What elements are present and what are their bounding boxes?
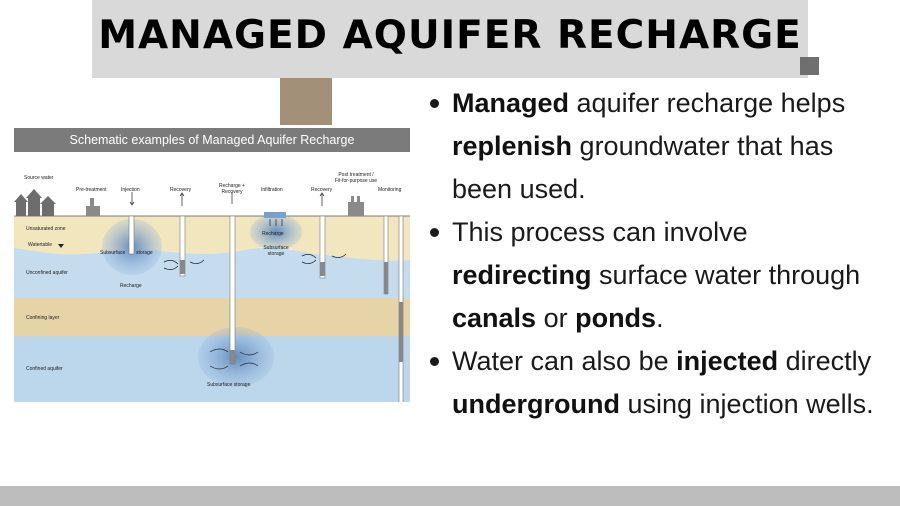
- label-post-treatment: Post treatment /Fit-for-purpose use: [334, 172, 378, 184]
- diagram-illustration: [14, 152, 410, 402]
- bullet-text-bold: replenish: [452, 131, 573, 161]
- bullet-text: or: [536, 303, 576, 333]
- well-screens: [180, 260, 403, 364]
- bullet-text: .: [656, 303, 664, 333]
- bullet-text-bold: underground: [452, 389, 620, 419]
- label-watertable: Watertable: [28, 242, 52, 248]
- bullet-text-bold: ponds: [575, 303, 657, 333]
- bullet-text-bold: Managed: [452, 88, 570, 118]
- treatment-plant-icon: [86, 198, 100, 216]
- diagram-header: Schematic examples of Managed Aquifer Re…: [14, 128, 410, 152]
- bullet-item: Managed aquifer recharge helps replenish…: [426, 82, 886, 211]
- infiltration-pond: [264, 212, 286, 218]
- label-recovery-1: Recovery: [170, 187, 192, 193]
- label-injection: Injection: [121, 187, 140, 193]
- bullet-item: Water can also be injected directly unde…: [426, 340, 886, 426]
- label-pre-treatment: Pre-treatment: [76, 187, 107, 193]
- label-recharge-recovery: Recharge +Recovery: [219, 183, 245, 195]
- label-unsaturated-zone: Unsaturated zone: [26, 226, 66, 232]
- label-recharge-2: Recharge: [262, 231, 284, 237]
- bullet-list: Managed aquifer recharge helps replenish…: [426, 82, 886, 426]
- bullet-dot-icon: [430, 99, 439, 108]
- bullet-text: This process can involve: [452, 217, 748, 247]
- flow-arrows: [129, 192, 347, 370]
- label-subsurface-storage-3: Subsurface storage: [207, 382, 251, 388]
- bullet-text: using injection wells.: [619, 389, 874, 419]
- bullet-item: This process can involve redirecting sur…: [426, 211, 886, 340]
- bullet-text-bold: injected: [676, 346, 779, 376]
- bullet-text: surface water through: [591, 260, 861, 290]
- label-recovery-2: Recovery: [311, 187, 333, 193]
- bullet-text: aquifer recharge helps: [569, 88, 846, 118]
- post-treatment-icon: [348, 196, 364, 216]
- sky-area: [14, 152, 410, 216]
- label-recharge-1: Recharge: [120, 283, 142, 289]
- label-storage-1: storage: [136, 250, 153, 256]
- bullet-text: Water can also be: [452, 346, 677, 376]
- label-subsurface-1: Subsurface: [100, 250, 126, 256]
- bullet-text-bold: canals: [452, 303, 537, 333]
- watertable-marker: [58, 244, 64, 248]
- bullet-text-bold: redirecting: [452, 260, 592, 290]
- bullet-dot-icon: [430, 228, 439, 237]
- decorative-square-gray: [800, 57, 819, 75]
- label-confined-aquifer: Confined aquifer: [26, 366, 63, 372]
- decorative-block-brown: [280, 78, 332, 125]
- bottom-bar: [0, 486, 900, 506]
- storage-blob-infiltration: [250, 214, 302, 250]
- bullet-text: groundwater that has been used.: [452, 131, 834, 204]
- houses-icon: [14, 189, 56, 216]
- label-source-water: Source water: [24, 175, 54, 181]
- bullet-dot-icon: [430, 357, 439, 366]
- title-banner: MANAGED AQUIFER RECHARGE: [92, 0, 808, 78]
- slide-title: MANAGED AQUIFER RECHARGE: [98, 13, 802, 58]
- mar-schematic-diagram: Schematic examples of Managed Aquifer Re…: [14, 128, 410, 402]
- label-confining-layer: Confining layer: [26, 315, 60, 321]
- bullet-text: directly: [778, 346, 872, 376]
- label-infiltration: Infiltration: [261, 187, 283, 193]
- label-monitoring: Monitoring: [378, 187, 402, 193]
- storage-blob-confined: [198, 327, 274, 387]
- label-unconfined-aquifer: Unconfined aquifer: [26, 270, 68, 276]
- confining-layer: [14, 298, 410, 336]
